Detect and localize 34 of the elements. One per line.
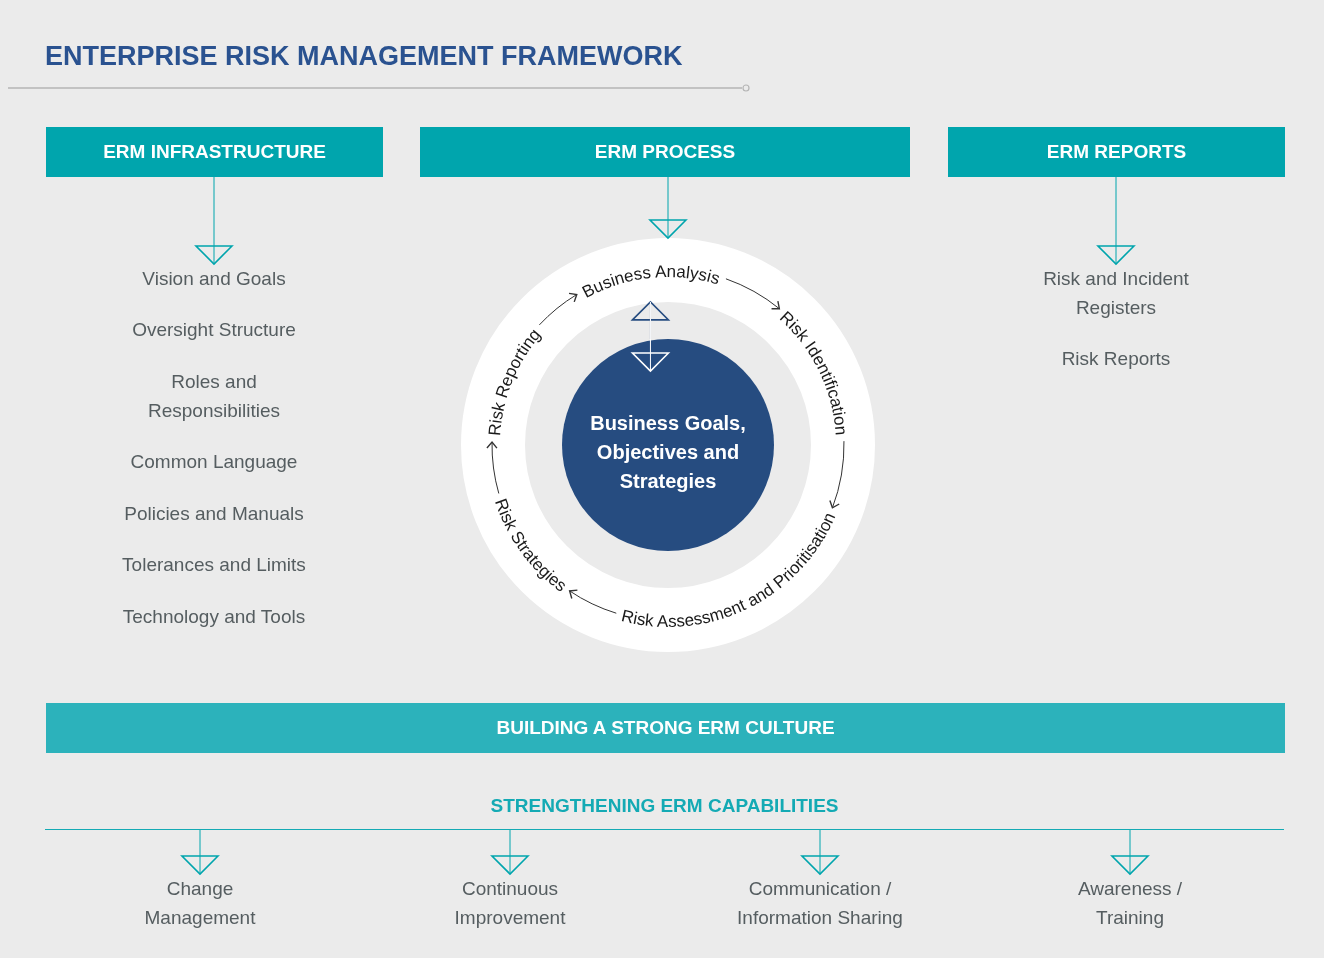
triangle-arrow	[181, 829, 219, 875]
banner-band: BUILDING A STRONG ERM CULTURE	[46, 703, 1285, 753]
list-item: Risk Reports	[1006, 344, 1226, 373]
triangle-arrow	[491, 829, 529, 875]
list-item: Policies and Manuals	[64, 499, 364, 528]
triangle-arrow	[631, 301, 670, 372]
list-item: Communication / Information Sharing	[710, 874, 930, 932]
list-item: Risk and Incident Registers	[1006, 264, 1226, 322]
triangle-arrow	[1111, 829, 1149, 875]
triangle-arrow	[801, 829, 839, 875]
center-circle: Business Goals, Objectives and Strategies	[562, 339, 774, 551]
list-item: Change Management	[130, 874, 270, 932]
triangle-arrow	[195, 176, 233, 265]
list-item: Roles and Responsibilities	[114, 367, 314, 425]
chevron-connector	[829, 440, 845, 509]
list-item: Vision and Goals	[64, 264, 364, 293]
section-header-band: ERM REPORTS	[948, 127, 1285, 177]
list-item: Continuous Improvement	[440, 874, 580, 932]
triangle-arrow	[1097, 176, 1135, 265]
list-item: Awareness / Training	[1060, 874, 1200, 932]
triangle-arrow	[649, 176, 687, 239]
chevron-connector	[725, 278, 781, 310]
section-header-band: ERM INFRASTRUCTURE	[46, 127, 383, 177]
chevron-connector	[568, 589, 617, 614]
list-item: Common Language	[64, 447, 364, 476]
list-item: Technology and Tools	[64, 602, 364, 631]
chevron-connector	[486, 441, 500, 494]
list-item: Oversight Structure	[64, 315, 364, 344]
section-header-band: ERM PROCESS	[420, 127, 910, 177]
diagram-title: ENTERPRISE RISK MANAGEMENT FRAMEWORK	[45, 41, 683, 72]
chevron-connector	[538, 292, 578, 326]
process-ring	[461, 238, 875, 652]
subheading: STRENGTHENING ERM CAPABILITIES	[45, 788, 1284, 830]
list-item: Tolerances and Limits	[64, 550, 364, 579]
